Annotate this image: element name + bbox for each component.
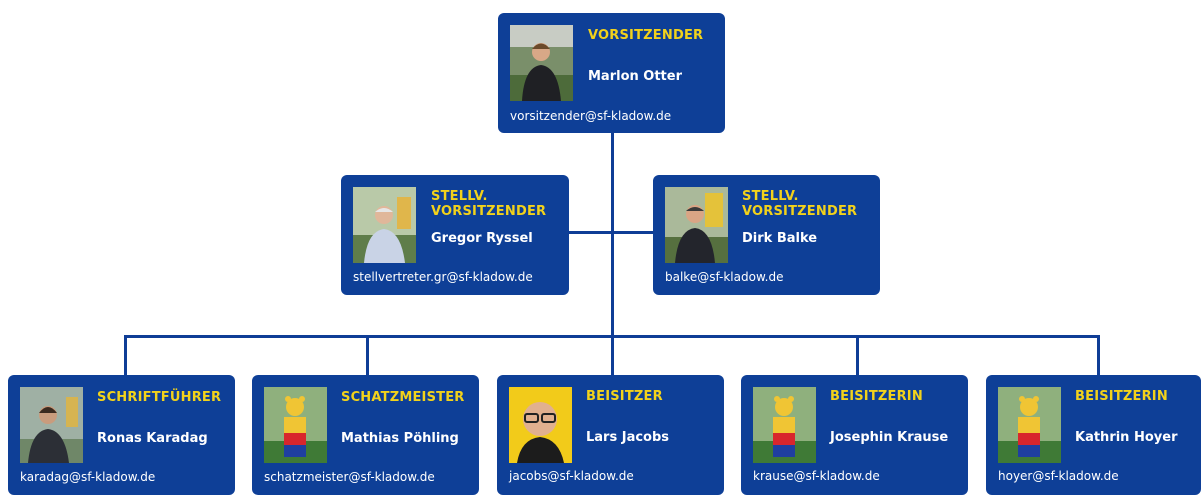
member-role: BEISITZER [586, 389, 663, 404]
member-card-board-5[interactable]: BEISITZERIN Kathrin Hoyer hoyer@sf-klado… [986, 375, 1201, 495]
member-role: STELLV. VORSITZENDER [431, 189, 547, 219]
member-card-board-4[interactable]: BEISITZERIN Josephin Krause krause@sf-kl… [741, 375, 968, 495]
member-card-board-3[interactable]: BEISITZER Lars Jacobs jacobs@sf-kladow.d… [497, 375, 724, 495]
member-name: Dirk Balke [742, 231, 818, 246]
member-email-link[interactable]: karadag@sf-kladow.de [20, 470, 156, 484]
member-email-link[interactable]: stellvertreter.gr@sf-kladow.de [353, 270, 533, 284]
member-name: Ronas Karadag [97, 431, 208, 446]
member-role: BEISITZERIN [830, 389, 923, 404]
member-photo [264, 387, 327, 463]
member-photo [509, 387, 572, 463]
member-photo [753, 387, 816, 463]
member-photo [665, 187, 728, 263]
connector-vertical-main [611, 132, 614, 337]
member-photo [20, 387, 83, 463]
member-role: BEISITZERIN [1075, 389, 1168, 404]
member-card-board-1[interactable]: SCHRIFTFÜHRER Ronas Karadag karadag@sf-k… [8, 375, 235, 495]
member-card-deputy-2[interactable]: STELLV. VORSITZENDER Dirk Balke balke@sf… [653, 175, 880, 295]
connector-drop-4 [856, 335, 859, 376]
member-name: Josephin Krause [830, 430, 949, 445]
member-photo [510, 25, 573, 101]
member-role: SCHATZMEISTER [341, 390, 465, 405]
connector-drop-3 [611, 335, 614, 376]
member-photo [353, 187, 416, 263]
member-email-link[interactable]: schatzmeister@sf-kladow.de [264, 470, 435, 484]
member-email-link[interactable]: hoyer@sf-kladow.de [998, 469, 1119, 483]
member-name: Marlon Otter [588, 69, 682, 84]
member-email-link[interactable]: jacobs@sf-kladow.de [509, 469, 634, 483]
member-name: Lars Jacobs [586, 430, 670, 445]
connector-drop-5 [1097, 335, 1100, 376]
member-name: Kathrin Hoyer [1075, 430, 1178, 445]
connector-deputies [568, 231, 654, 234]
connector-drop-1 [124, 335, 127, 376]
member-name: Gregor Ryssel [431, 231, 533, 246]
member-name: Mathias Pöhling [341, 431, 459, 446]
member-role: VORSITZENDER [588, 28, 704, 43]
member-email-link[interactable]: krause@sf-kladow.de [753, 469, 880, 483]
member-card-board-2[interactable]: SCHATZMEISTER Mathias Pöhling schatzmeis… [252, 375, 479, 495]
member-email-link[interactable]: balke@sf-kladow.de [665, 270, 784, 284]
member-role: STELLV. VORSITZENDER [742, 189, 858, 219]
member-email-link[interactable]: vorsitzender@sf-kladow.de [510, 109, 672, 123]
connector-drop-2 [366, 335, 369, 376]
member-card-deputy-1[interactable]: STELLV. VORSITZENDER Gregor Ryssel stell… [341, 175, 569, 295]
member-photo [998, 387, 1061, 463]
member-card-chair[interactable]: VORSITZENDER Marlon Otter vorsitzender@s… [498, 13, 725, 133]
member-role: SCHRIFTFÜHRER [97, 390, 222, 405]
